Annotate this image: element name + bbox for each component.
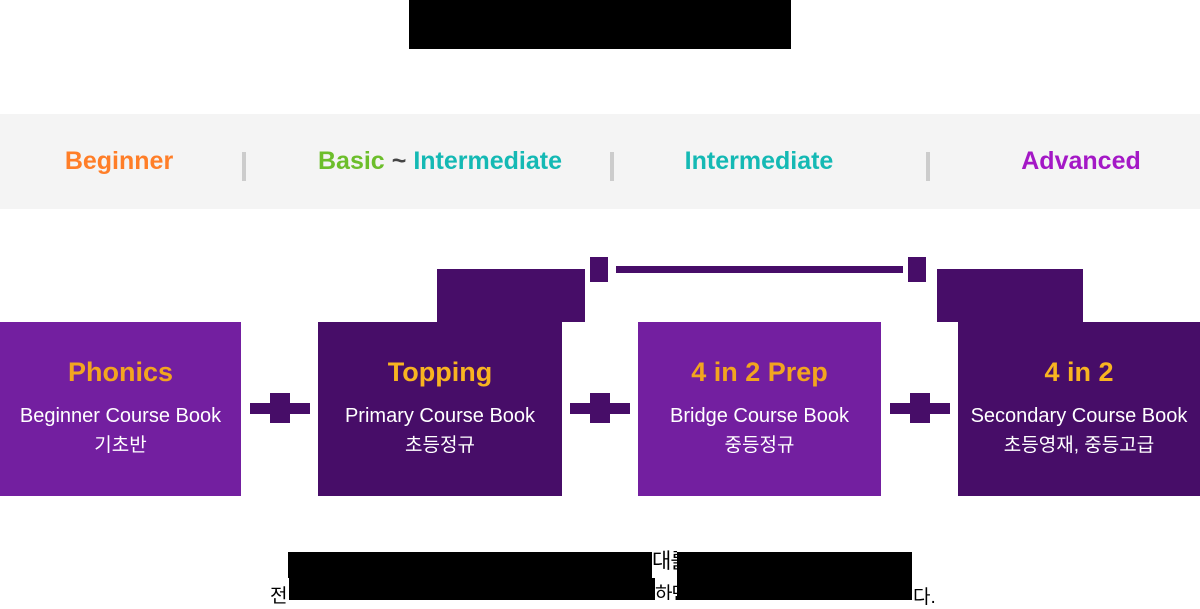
course-subtitle: Beginner Course Book [19, 405, 222, 427]
level-divider-2 [610, 152, 614, 181]
plus-icon [250, 393, 310, 423]
course-box-4in2prep: 4 in 2 Prep Bridge Course Book 중등정규 [638, 322, 881, 496]
redaction-bar [288, 552, 652, 578]
course-title: Topping [387, 357, 493, 387]
connector-line [616, 266, 903, 273]
tilde-separator: ~ [391, 147, 407, 175]
level-label-basic: Basic [318, 147, 385, 175]
course-title: 4 in 2 [1044, 357, 1114, 387]
level-label-combo-intermediate: Intermediate [413, 147, 562, 175]
course-subtitle: Bridge Course Book [670, 405, 849, 427]
level-divider-3 [926, 152, 930, 181]
course-korean-label: 기초반 [94, 435, 147, 456]
plus-icon [890, 393, 950, 423]
course-korean-label: 중등정규 [724, 435, 795, 456]
plus-icon [570, 393, 630, 423]
level-label-intermediate: Intermediate [684, 147, 834, 175]
level-label-advanced: Advanced [1021, 147, 1141, 175]
top-banner [409, 0, 791, 49]
caption-fragment-line2-start: 전 [270, 586, 288, 607]
redaction-bar [289, 578, 655, 600]
level-label-beginner: Beginner [64, 147, 174, 175]
level-divider-1 [242, 152, 246, 181]
level-label-basic-intermediate: Basic ~ Intermediate [318, 114, 562, 209]
course-subtitle: Primary Course Book [344, 405, 536, 427]
course-box-topping: Topping Primary Course Book 초등정규 [318, 322, 562, 496]
course-box-phonics: Phonics Beginner Course Book 기초반 [0, 322, 241, 496]
course-title: Phonics [67, 357, 174, 387]
connector-node-right [908, 257, 926, 282]
course-title: 4 in 2 Prep [691, 357, 828, 387]
four-in-two-tab [937, 269, 1083, 322]
connector-node-left [590, 257, 608, 282]
topping-tab [437, 269, 585, 322]
redaction-bar [677, 552, 912, 578]
course-korean-label: 초등정규 [405, 435, 475, 456]
redaction-bar [677, 578, 912, 600]
caption-fragment-line2-end: 다. [913, 587, 936, 608]
course-korean-label: 초등영재, 중등고급 [1003, 435, 1155, 456]
caption-fragment-line1: 대를 [652, 550, 677, 573]
course-box-4in2: 4 in 2 Secondary Course Book 초등영재, 중등고급 [958, 322, 1200, 496]
caption-fragment-line2-mid: 하면 [655, 584, 677, 600]
course-subtitle: Secondary Course Book [970, 405, 1188, 427]
level-band: Beginner Basic ~ Intermediate Intermedia… [0, 114, 1200, 209]
